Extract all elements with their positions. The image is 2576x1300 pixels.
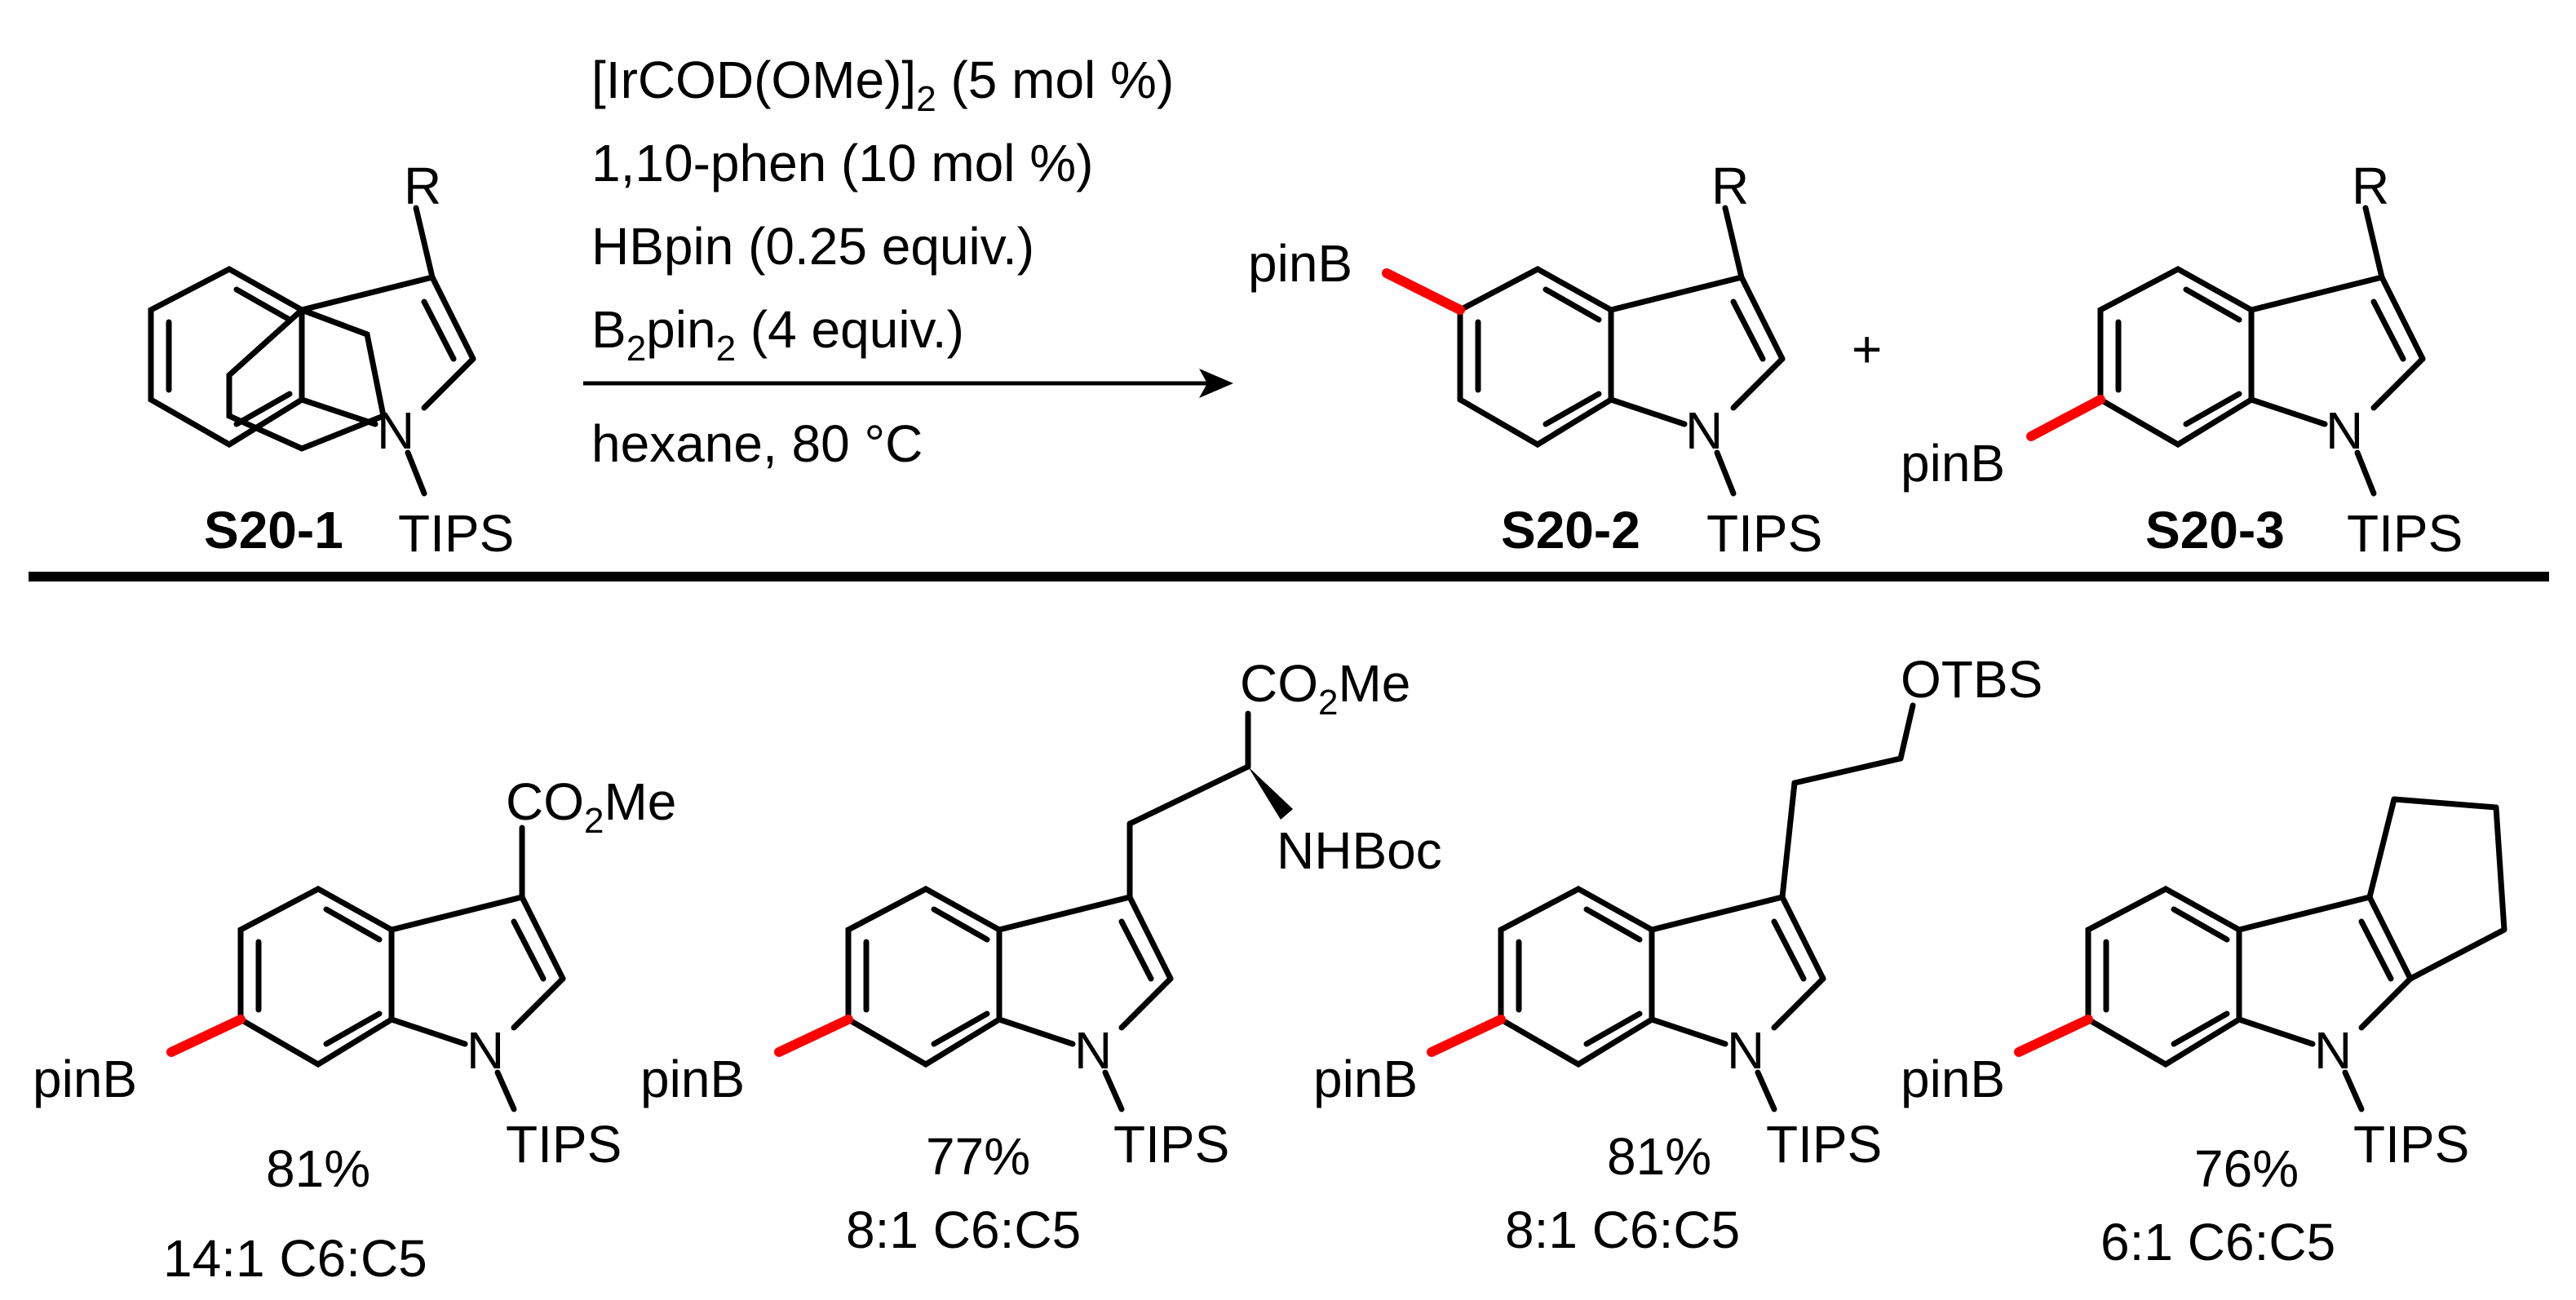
atom-n: N — [1685, 401, 1723, 460]
atom-tips: TIPS — [2353, 1115, 2469, 1174]
atom-tips: TIPS — [398, 504, 514, 563]
atom-pinb: pinB — [1901, 434, 2005, 493]
atom-r: R — [2352, 157, 2389, 215]
atom-tips: TIPS — [1706, 504, 1822, 563]
atom-n: N — [1074, 1021, 1112, 1080]
atom-n: N — [2314, 1021, 2352, 1080]
yield-1: 81% — [266, 1139, 370, 1198]
compound-label-s20-1: S20-1 — [204, 501, 343, 559]
compound-label-s20-2: S20-2 — [1501, 501, 1640, 559]
structure-s20-3: pinB R N TIPS S20-3 — [1901, 157, 2463, 563]
ratio-2: 8:1 C6:C5 — [846, 1201, 1081, 1259]
atom-n: N — [1727, 1021, 1764, 1080]
atom-n: N — [467, 1021, 504, 1080]
atom-otbs: OTBS — [1901, 650, 2043, 709]
product-1: CO2Me N pinB TIPS 81% 14:1 C6:C5 — [33, 772, 676, 1288]
yield-3: 81% — [1607, 1127, 1711, 1186]
atom-n: N — [377, 401, 414, 460]
highlighted-c6-bond — [774, 1015, 853, 1057]
atom-nhboc: NHBoc — [1277, 821, 1442, 880]
atom-tips: TIPS — [2347, 504, 2463, 563]
condition-catalyst: [IrCOD(OMe)]2 (5 mol %) — [591, 51, 1174, 119]
wedge-bond — [1248, 767, 1293, 820]
product-4: N pinB TIPS 76% 6:1 C6:C5 — [1901, 796, 2507, 1271]
compound-label-s20-3: S20-3 — [2145, 501, 2285, 559]
ratio-1: 14:1 C6:C5 — [163, 1229, 427, 1288]
highlighted-c6-bond — [2026, 395, 2105, 441]
highlighted-c6-bond — [2014, 1015, 2093, 1057]
highlighted-c6-bond — [166, 1015, 246, 1057]
atom-co2me: CO2Me — [506, 772, 676, 841]
highlighted-c5-bond — [1382, 268, 1465, 315]
product-3: OTBS N pinB TIPS 81% 8:1 C6:C5 — [1313, 650, 2043, 1259]
atom-pinb: pinB — [1248, 234, 1352, 293]
atom-tips: TIPS — [1113, 1115, 1229, 1174]
atom-tips: TIPS — [1766, 1115, 1882, 1174]
reaction-conditions: [IrCOD(OMe)]2 (5 mol %) 1,10-phen (10 mo… — [583, 51, 1233, 473]
atom-pinb: pinB — [33, 1050, 137, 1108]
arrow-head — [1199, 369, 1233, 398]
atom-r: R — [1711, 157, 1749, 215]
ratio-3: 8:1 C6:C5 — [1505, 1201, 1740, 1259]
plus-sign: + — [1852, 320, 1882, 378]
structure-s20-2: pinB R N TIPS S20-2 — [1248, 157, 1822, 563]
atom-co2me: CO2Me — [1240, 654, 1410, 723]
condition-b2pin2: B2pin2 (4 equiv.) — [591, 300, 964, 369]
product-2: CO2Me NHBoc N pinB TIPS 77% 8:1 C6:C5 — [640, 654, 1442, 1259]
atom-tips: TIPS — [506, 1115, 622, 1174]
structure-s20-1: R N TIPS S20-1 — [148, 157, 514, 563]
atom-pinb: pinB — [640, 1050, 745, 1108]
atom-pinb: pinB — [1313, 1050, 1418, 1108]
ratio-4: 6:1 C6:C5 — [2100, 1213, 2335, 1271]
yield-2: 77% — [926, 1127, 1030, 1186]
yield-4: 76% — [2194, 1139, 2299, 1198]
atom-r: R — [404, 157, 441, 215]
atom-pinb: pinB — [1901, 1050, 2005, 1108]
highlighted-c6-bond — [1427, 1015, 1506, 1057]
atom-n: N — [2326, 401, 2363, 460]
condition-ligand: 1,10-phen (10 mol %) — [591, 134, 1093, 192]
condition-solvent-temp: hexane, 80 °C — [591, 414, 923, 473]
condition-hbpin: HBpin (0.25 equiv.) — [591, 217, 1034, 276]
